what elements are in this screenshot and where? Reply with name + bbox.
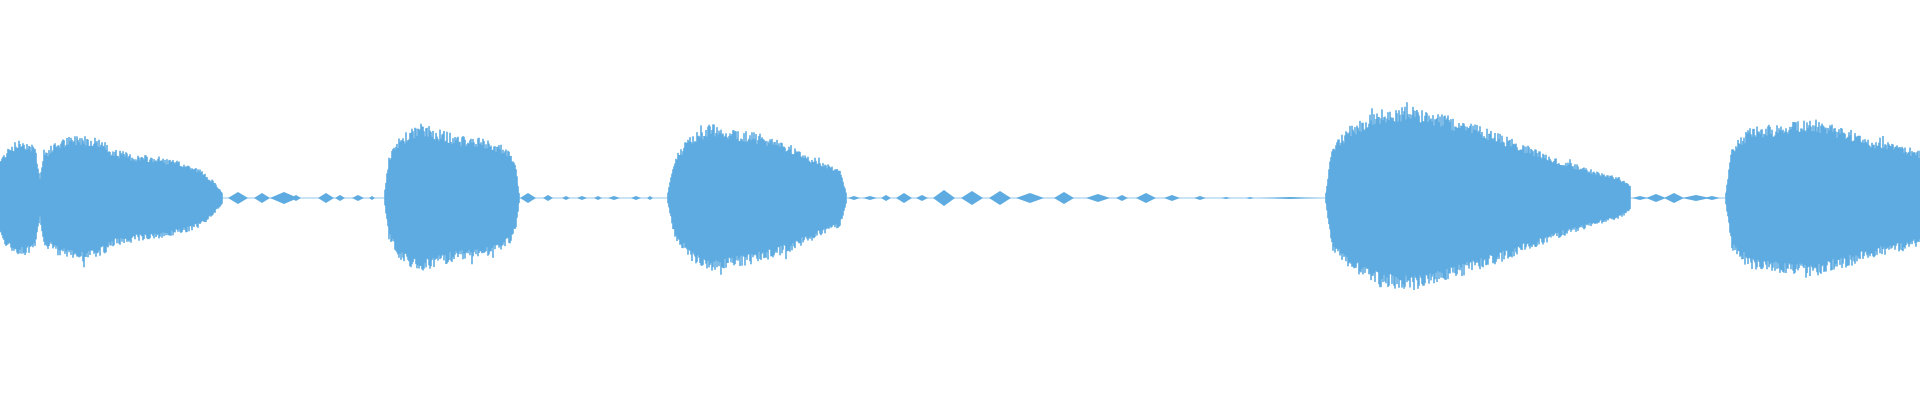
waveform-blip [1054, 192, 1074, 204]
waveform-blip [254, 193, 270, 203]
waveform-blip [270, 192, 298, 204]
waveform-blip [520, 193, 536, 203]
waveform-blip [369, 196, 375, 200]
waveform-blip [318, 193, 334, 203]
waveform-segment-core-1 [0, 144, 222, 252]
waveform-blip [1260, 197, 1320, 199]
waveform-blip [291, 195, 301, 201]
waveform-segment-core-3 [668, 136, 846, 260]
waveform-blip [1664, 193, 1684, 203]
waveform-segment-core-5 [1726, 130, 1920, 266]
waveform-blip [1646, 194, 1666, 202]
waveform-blip [916, 195, 928, 201]
waveform-blip [989, 191, 1011, 205]
waveform-blip [1016, 193, 1044, 203]
waveform-bars [0, 102, 1920, 290]
waveform-blip [1221, 197, 1231, 199]
waveform-blip [1194, 196, 1206, 200]
waveform-blip [228, 192, 248, 204]
waveform-baseline [0, 197, 1920, 199]
waveform-blip [335, 195, 345, 201]
waveform-blip [881, 195, 891, 201]
waveform-segment-core-2 [385, 136, 519, 260]
waveform-blip [933, 190, 955, 206]
waveform-blip [1246, 197, 1254, 199]
waveform-blip [647, 196, 653, 200]
waveform-blip [1136, 193, 1156, 203]
waveform-blip [961, 191, 983, 205]
waveform-blip [863, 196, 877, 200]
waveform-blip [631, 196, 641, 200]
waveform-segment-core-4 [1326, 120, 1630, 276]
waveform-blip [577, 196, 587, 200]
waveform-blip [1682, 195, 1710, 201]
waveform-blip [1632, 196, 1648, 200]
waveform-blip [1704, 196, 1720, 200]
waveform-blip [1164, 195, 1180, 201]
waveform-blip [562, 196, 570, 200]
waveform-blip [352, 195, 364, 201]
waveform-blip [848, 196, 860, 200]
waveform-blip [594, 196, 602, 200]
waveform-blip [543, 195, 553, 201]
waveform-blip [896, 193, 912, 203]
waveform-blip [608, 196, 620, 200]
waveform-blip [1116, 195, 1128, 201]
waveform-blip [1086, 194, 1110, 202]
